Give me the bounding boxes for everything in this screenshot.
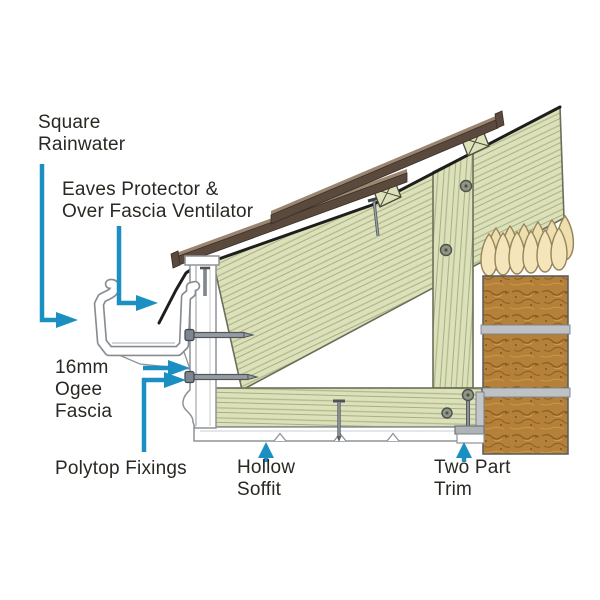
label-hollow-soffit: Hollow Soffit xyxy=(237,457,296,500)
ogee-fascia-board xyxy=(182,255,220,429)
soffit-nail-icon xyxy=(333,399,345,442)
two-part-trim xyxy=(454,391,485,444)
pointer-arrow-hollow-soffit xyxy=(258,442,274,462)
wall-stud xyxy=(432,150,474,389)
pointer-arrow-eaves-protector xyxy=(116,226,158,311)
brick-wall xyxy=(480,275,571,455)
stud-screw-icon xyxy=(439,179,473,419)
pointer-arrow-two-part-trim xyxy=(456,442,472,462)
mortar-joint xyxy=(480,324,571,335)
label-two-part-trim: Two Part Trim xyxy=(434,457,511,500)
label-ogee-fascia: 16mm Ogee Fascia xyxy=(55,357,113,422)
soffit-bearer-timber xyxy=(213,387,483,428)
counter-batten-upper xyxy=(270,110,505,225)
pointer-arrow-polytop-fixings xyxy=(141,372,186,452)
pointer-arrow-ogee-fascia xyxy=(143,360,190,376)
label-square-rainwater: Square Rainwater xyxy=(38,112,126,155)
square-gutter xyxy=(93,278,201,370)
polytop-fixing-screw xyxy=(184,328,259,384)
pointer-arrow-square-rainwater xyxy=(39,164,78,328)
mortar-joint xyxy=(480,387,571,398)
label-eaves-protector: Eaves Protector & Over Fascia Ventilator xyxy=(62,179,254,222)
label-polytop-fixings: Polytop Fixings xyxy=(55,458,187,479)
